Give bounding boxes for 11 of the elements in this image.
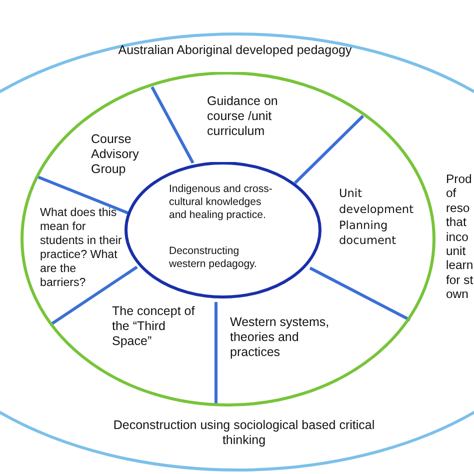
sector-text: Guidance on course /unit curriculum: [207, 94, 279, 139]
sector-text: Deconstructing western pedagogy.: [169, 245, 258, 271]
sector-text: Indigenous and cross-cultural knowledges and healing practice.: [169, 183, 274, 222]
sector-text: Course Advisory Group: [91, 132, 140, 177]
sector-text: Deconstruction using sociological based critical thinking: [112, 418, 376, 448]
sector-text: Australian Aboriginal developed pedagogy: [117, 43, 353, 58]
sector-text: The concept of the “Third Space”: [112, 304, 196, 349]
sector-text: Unit development Planning document: [339, 186, 415, 250]
sector-text: Western systems, theories and practices: [230, 315, 330, 360]
sector-text: Prod of reso that inco unit learn for st own: [446, 172, 474, 302]
sector-text: What does this mean for students in their practice? What are the barriers?: [40, 206, 122, 290]
